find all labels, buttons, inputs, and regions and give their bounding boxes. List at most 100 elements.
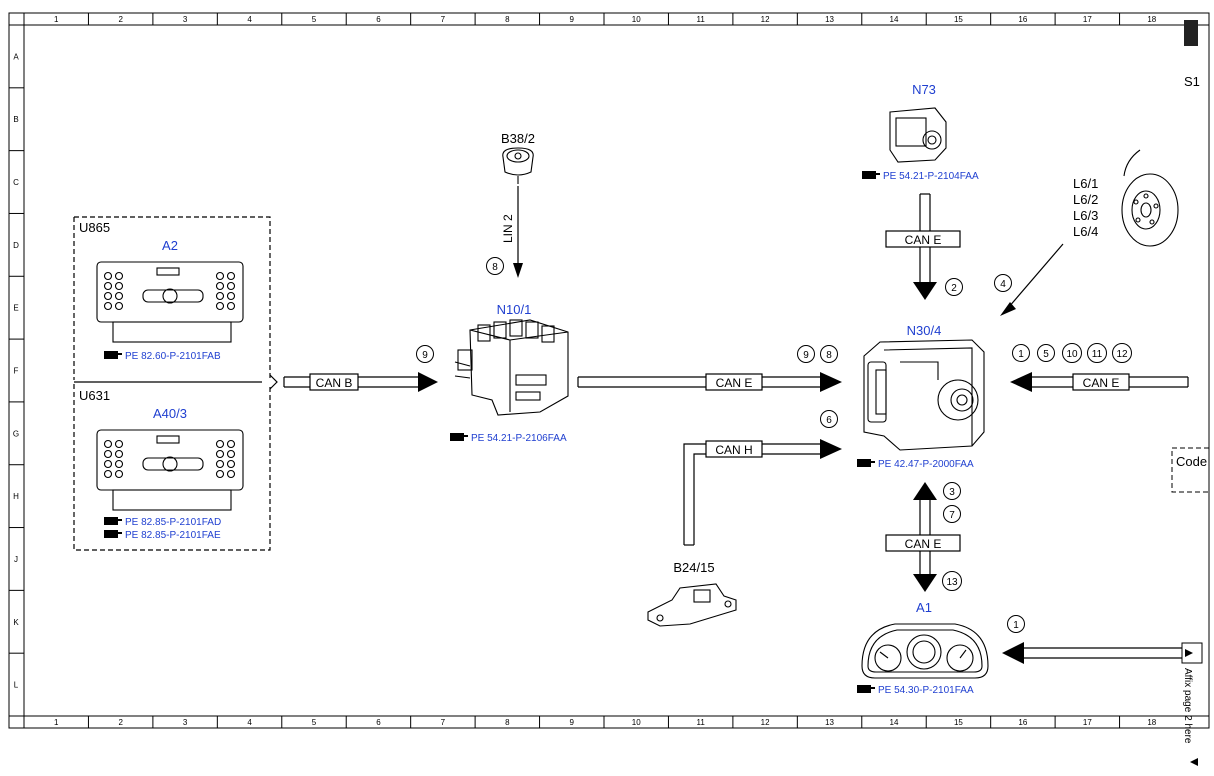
component-label-b38-2: B38/2 <box>501 131 535 146</box>
marker-7: 7 <box>943 505 961 523</box>
arrow-can-e-right <box>1010 372 1032 392</box>
row-label: D <box>13 241 19 250</box>
column-label: 12 <box>761 15 770 24</box>
affix-label: Affix page 2 here <box>1182 668 1193 744</box>
reference-n10-1[interactable]: PE 54.21-P-2106FAA <box>471 433 567 444</box>
bus-label-can-b: CAN B <box>316 376 353 390</box>
pointing-hand-icon <box>104 517 122 525</box>
can-b-bus <box>283 373 418 391</box>
marker-1: 1 <box>1012 344 1030 362</box>
reference-a40-3-1[interactable]: PE 82.85-P-2101FAD <box>125 517 221 528</box>
column-label: 2 <box>118 15 123 24</box>
column-label: 7 <box>441 15 446 24</box>
group-boxes <box>73 216 278 551</box>
marker-2: 2 <box>945 278 963 296</box>
corner-tab <box>1184 20 1198 46</box>
svg-text:1: 1 <box>1013 620 1019 631</box>
component-label-n10-1: N10/1 <box>497 302 532 317</box>
l6-signal-line <box>1007 243 1064 309</box>
arrow-can-e-middle <box>820 372 842 392</box>
reference-n30-4[interactable]: PE 42.47-P-2000FAA <box>878 459 974 470</box>
column-labels: 1122334455667788991010111112121313141415… <box>54 15 1157 727</box>
sensor-b38-2 <box>502 147 534 184</box>
bus-label-can-e-bottom: CAN E <box>905 537 942 551</box>
group-label-u631: U631 <box>79 388 110 403</box>
column-label: 1 <box>54 718 59 727</box>
row-label: J <box>14 555 18 564</box>
row-label: B <box>13 115 18 124</box>
can-h-bus <box>683 440 820 546</box>
svg-text:9: 9 <box>803 350 809 361</box>
pointing-hand-icon <box>104 351 122 359</box>
can-e-bus-right <box>1032 373 1189 391</box>
column-label: 11 <box>697 15 706 24</box>
radio-unit-a2 <box>96 261 244 343</box>
marker-1b: 1 <box>1007 615 1025 633</box>
column-label: 4 <box>247 718 252 727</box>
component-label-a2: A2 <box>162 238 178 253</box>
marker-5: 5 <box>1037 344 1055 362</box>
can-e-bus-top <box>885 193 961 282</box>
bus-label-can-e-right: CAN E <box>1083 376 1120 390</box>
column-label: 8 <box>505 15 510 24</box>
column-label: 7 <box>441 718 446 727</box>
reference-a2[interactable]: PE 82.60-P-2101FAB <box>125 351 221 362</box>
bus-label-can-e-top: CAN E <box>905 233 942 247</box>
column-label: 18 <box>1147 718 1156 727</box>
pointing-hand-icon <box>104 530 122 538</box>
column-label: 16 <box>1018 15 1027 24</box>
arrow-can-e-top <box>913 282 937 300</box>
group-label-u865: U865 <box>79 220 110 235</box>
row-label: L <box>14 681 19 690</box>
component-label-a40-3: A40/3 <box>153 406 187 421</box>
column-label: 9 <box>570 718 575 727</box>
svg-text:6: 6 <box>826 415 832 426</box>
svg-text:13: 13 <box>946 577 958 588</box>
arrow-a1-input <box>1002 642 1024 664</box>
svg-text:11: 11 <box>1092 349 1103 360</box>
column-label: 6 <box>376 718 381 727</box>
marker-6: 6 <box>820 410 838 428</box>
column-label: 15 <box>954 15 963 24</box>
arrow-can-h <box>820 439 842 459</box>
reference-a1[interactable]: PE 54.30-P-2101FAA <box>878 685 974 696</box>
svg-text:2: 2 <box>951 283 957 294</box>
column-label: 11 <box>697 718 706 727</box>
column-label: 10 <box>632 15 641 24</box>
component-label-n30-4: N30/4 <box>907 323 942 338</box>
column-label: 5 <box>312 15 317 24</box>
column-label: 14 <box>890 718 899 727</box>
marker-8: 8 <box>486 257 504 275</box>
component-label-s1: S1 <box>1184 74 1200 89</box>
instrument-cluster-a1 <box>861 623 989 679</box>
arrow-can-e-down <box>913 574 937 592</box>
svg-text:1: 1 <box>1018 349 1024 360</box>
svg-text:7: 7 <box>949 510 955 521</box>
marker-10: 10 <box>1062 343 1082 363</box>
bus-label-can-h: CAN H <box>715 443 752 457</box>
column-label: 3 <box>183 15 188 24</box>
column-label: 13 <box>825 15 834 24</box>
column-label: 10 <box>632 718 641 727</box>
marker-11: 11 <box>1087 343 1107 363</box>
marker-13: 13 <box>942 571 962 591</box>
column-label: 16 <box>1018 718 1027 727</box>
arrow-lin-2 <box>513 263 523 278</box>
svg-text:8: 8 <box>826 350 832 361</box>
row-label: A <box>13 52 19 61</box>
row-label: K <box>13 618 19 627</box>
row-label: C <box>13 178 19 187</box>
component-label-a1: A1 <box>916 600 932 615</box>
column-label: 6 <box>376 15 381 24</box>
column-label: 14 <box>890 15 899 24</box>
radio-unit-a40-3 <box>96 429 244 511</box>
row-label: E <box>13 304 18 313</box>
reference-a40-3-2[interactable]: PE 82.85-P-2101FAE <box>125 530 221 541</box>
column-label: 13 <box>825 718 834 727</box>
column-label: 18 <box>1147 15 1156 24</box>
can-e-bus-middle <box>577 373 820 391</box>
row-label: G <box>13 429 19 438</box>
svg-text:3: 3 <box>949 487 955 498</box>
reference-n73[interactable]: PE 54.21-P-2104FAA <box>883 171 979 182</box>
